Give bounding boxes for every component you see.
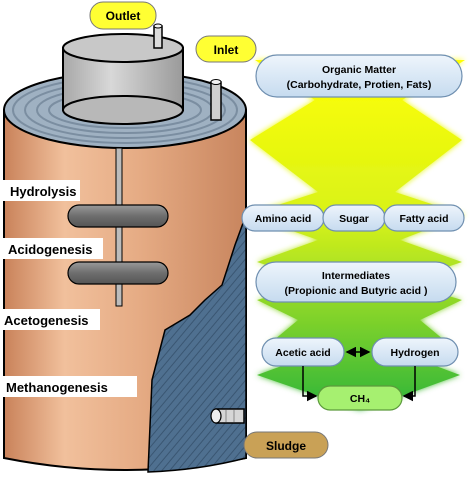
sludge-outlet-pipe — [210, 408, 245, 424]
sludge-label: Sludge — [243, 431, 329, 459]
arrow-acetic-to-ch4 — [302, 366, 318, 402]
inlet-label: Inlet — [195, 35, 257, 63]
svg-text:Organic Matter: Organic Matter — [322, 64, 396, 76]
stirrer-paddle — [67, 204, 169, 228]
outlet-pipe — [153, 23, 163, 49]
methane-node: CH₄ — [317, 385, 403, 411]
svg-text:Amino acid: Amino acid — [255, 213, 312, 225]
svg-text:Inlet: Inlet — [214, 43, 239, 57]
process-flow-shape — [247, 60, 465, 410]
organic-matter-node: Organic Matter (Carbohydrate, Protien, F… — [255, 54, 463, 98]
intermediates-node: Intermediates (Propionic and Butyric aci… — [255, 261, 457, 303]
svg-text:Hydrogen: Hydrogen — [390, 347, 439, 359]
sludge-layer — [147, 214, 247, 473]
svg-text:Fatty acid: Fatty acid — [399, 213, 448, 225]
svg-text:Acetic acid: Acetic acid — [275, 347, 330, 359]
svg-text:(Propionic and Butyric acid ): (Propionic and Butyric acid ) — [285, 285, 428, 297]
outlet-label: Outlet — [89, 1, 157, 30]
svg-text:Hydrolysis: Hydrolysis — [10, 184, 76, 199]
stage-label-acidogenesis: Acidogenesis — [0, 238, 103, 259]
stirrer-paddle — [67, 261, 169, 285]
sugar-node: Sugar — [322, 204, 386, 232]
svg-text:Sludge: Sludge — [266, 439, 306, 453]
svg-text:Sugar: Sugar — [339, 213, 369, 225]
fatty-acid-node: Fatty acid — [383, 204, 465, 232]
svg-text:Acetogenesis: Acetogenesis — [4, 313, 89, 328]
stage-label-acetogenesis: Acetogenesis — [0, 309, 100, 330]
gas-dome — [62, 33, 184, 125]
svg-text:Methanogenesis: Methanogenesis — [6, 380, 108, 395]
stage-label-methanogenesis: Methanogenesis — [0, 376, 137, 397]
amino-acid-node: Amino acid — [241, 204, 325, 232]
svg-text:(Carbohydrate, Protien, Fats): (Carbohydrate, Protien, Fats) — [287, 79, 432, 91]
svg-text:Acidogenesis: Acidogenesis — [8, 242, 93, 257]
arrow-hydrogen-to-ch4 — [402, 366, 416, 402]
svg-text:CH₄: CH₄ — [350, 393, 370, 405]
acetic-acid-node: Acetic acid — [261, 337, 345, 367]
hydrogen-node: Hydrogen — [371, 337, 459, 367]
inlet-pipe — [210, 79, 222, 121]
svg-text:Intermediates: Intermediates — [322, 270, 390, 282]
stage-label-hydrolysis: Hydrolysis — [0, 180, 80, 201]
svg-text:Outlet: Outlet — [106, 9, 141, 23]
